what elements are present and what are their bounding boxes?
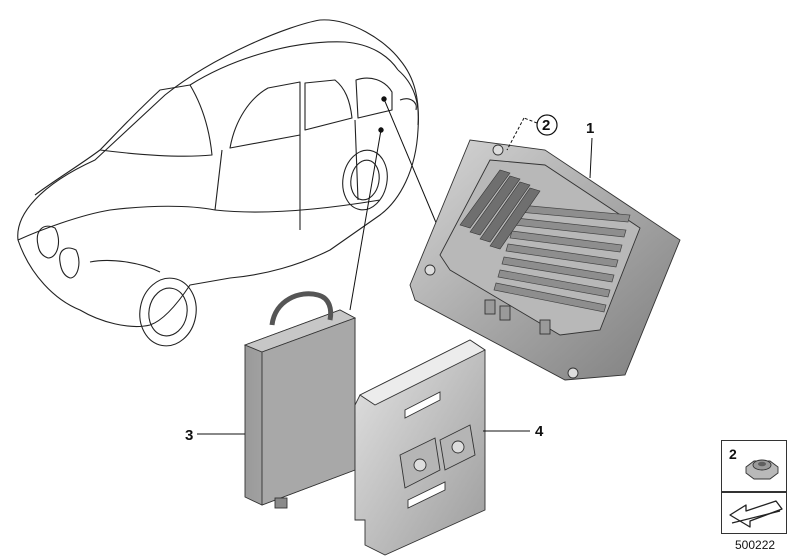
callout-2-label: 2 bbox=[542, 117, 550, 134]
document-number: 500222 bbox=[735, 538, 776, 552]
control-unit-icon bbox=[409, 139, 681, 381]
callout-4-label: 4 bbox=[535, 423, 544, 440]
nut-legend-number: 2 bbox=[729, 446, 737, 462]
callout-1-label: 1 bbox=[586, 120, 594, 137]
callout-3: 3 bbox=[185, 427, 245, 444]
arrow-icon bbox=[729, 500, 783, 528]
antenna-module-icon bbox=[243, 291, 357, 509]
nut-legend-box: 2 bbox=[721, 440, 787, 492]
vehicle-outline-icon bbox=[17, 19, 419, 347]
callout-2: 2 bbox=[506, 114, 558, 151]
callout-1: 1 bbox=[586, 120, 594, 179]
bracket-icon bbox=[354, 339, 486, 556]
hex-nut-icon bbox=[745, 459, 779, 480]
location-leaders bbox=[349, 96, 438, 311]
arrow-legend-box bbox=[721, 492, 787, 534]
callout-4: 4 bbox=[483, 423, 544, 440]
callout-3-label: 3 bbox=[185, 427, 193, 444]
